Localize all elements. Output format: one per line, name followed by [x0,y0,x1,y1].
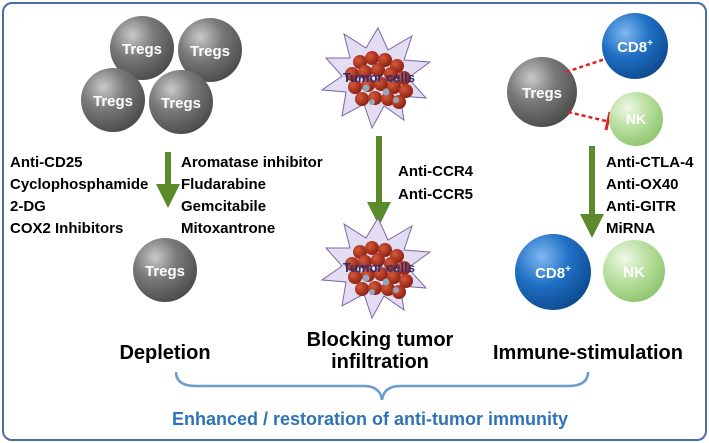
tregs-label: Tregs [145,263,185,280]
grouping-brace [174,371,590,401]
agent-label: Aromatase inhibitor [181,154,323,171]
agent-label: Anti-CCR5 [398,186,473,203]
tumor-cell-cluster [345,51,413,109]
tregs-label: Tregs [522,85,562,102]
inhibition-line [565,56,609,74]
cd8-cell: CD8+ [602,13,668,79]
nk-cell: NK [609,92,663,146]
stimulation-agents: Anti-CTLA-4 Anti-OX40 Anti-GITR MiRNA [606,154,694,237]
tregs-label: Tregs [190,43,230,60]
blocking-title-line2: infiltration [331,351,429,373]
cd8-label: CD8+ [535,264,571,282]
tumor-label: Tumor cells [343,260,415,275]
cd8-label: CD8+ [617,38,653,56]
tumor-bottom: Tumor cells [320,216,432,320]
agent-label: Anti-CCR4 [398,163,474,180]
tregs-label: Tregs [93,93,133,110]
tregs-cluster: Tregs Tregs Tregs Tregs [81,16,242,134]
stimulation-title: Immune-stimulation [493,342,683,364]
tregs-cell: Tregs [178,18,242,82]
agent-label: Cyclophosphamide [10,176,148,193]
blocking-title-line1: Blocking tumor [307,329,454,351]
nk-label: NK [623,264,645,281]
agent-label: Mitoxantrone [181,220,275,237]
depletion-agents-left: Anti-CD25 Cyclophosphamide 2-DG COX2 Inh… [10,154,148,237]
nk-label: NK [626,111,646,127]
tumor-label: Tumor cells [343,70,415,85]
cd8-cell-stimulated: CD8+ [515,234,591,310]
agent-label: Anti-CTLA-4 [606,154,694,171]
footer-caption: Enhanced / restoration of anti-tumor imm… [172,409,568,429]
nk-cell-stimulated: NK [603,240,665,302]
depletion-title: Depletion [119,342,210,364]
tumor-cell-cluster [345,241,413,299]
tumor-top: Tumor cells [320,26,432,130]
inhibition-line [567,110,607,123]
tregs-label: Tregs [161,95,201,112]
tregs-cell: Tregs [81,68,145,132]
tregs-cell-suppressor: Tregs [507,57,577,127]
blocking-agents: Anti-CCR4 Anti-CCR5 [398,163,474,203]
tregs-label: Tregs [122,41,162,58]
agent-label: Anti-GITR [606,198,676,215]
tregs-cell: Tregs [110,16,174,80]
agent-label: Gemcitabile [181,198,266,215]
tregs-cell: Tregs [149,70,213,134]
tregs-cell-depleted: Tregs [133,238,197,302]
agent-label: COX2 Inhibitors [10,220,123,237]
agent-label: MiRNA [606,220,655,237]
agent-label: Anti-CD25 [10,154,83,171]
depletion-agents-right: Aromatase inhibitor Fludarabine Gemcitab… [181,154,323,237]
agent-label: Anti-OX40 [606,176,679,193]
agent-label: Fludarabine [181,176,266,193]
agent-label: 2-DG [10,198,46,215]
